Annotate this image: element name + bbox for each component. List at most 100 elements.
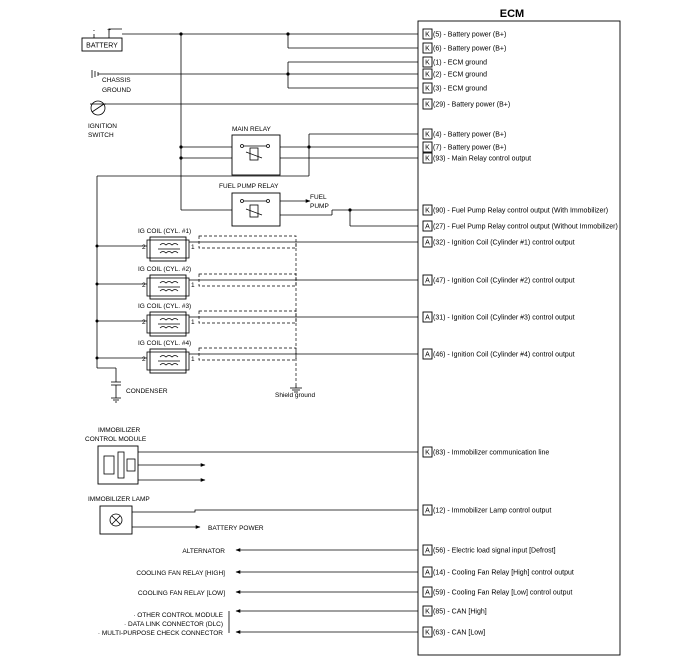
ecm-pin-row: K(1) - ECM ground [422, 56, 487, 68]
connector-box [422, 504, 433, 516]
connector-letter: A [425, 548, 430, 555]
coil-pin-1: 1 [191, 356, 195, 363]
pin-description: (6) - Battery power (B+) [433, 46, 506, 53]
ecm-pin-row: A(32) - Ignition Coil (Cylinder #1) cont… [422, 236, 575, 248]
battery: - + BATTERY [81, 27, 123, 52]
pin-label: - Fuel Pump Relay control output (Withou… [445, 224, 617, 231]
pin-number: (32) [433, 240, 445, 247]
ecm-pin-row: A(46) - Ignition Coil (Cylinder #4) cont… [422, 348, 575, 360]
ig-coil-label: IG COIL (CYL. #3) [138, 303, 191, 310]
connector-box [422, 544, 433, 556]
pin-number: (63) [433, 630, 445, 637]
condenser: CONDENSER [111, 368, 168, 403]
pin-number: (93) [433, 156, 445, 163]
main-relay-label: MAIN RELAY [232, 126, 272, 133]
connector-box [422, 82, 433, 94]
fuel-pump-label-2: PUMP [310, 203, 329, 210]
connector-letter: K [425, 60, 430, 67]
ecm-pin-row: K(7) - Battery power (B+) [422, 141, 507, 153]
connector-letter: K [425, 32, 430, 39]
cooling-fan-high-label: COOLING FAN RELAY [HIGH] [136, 570, 225, 577]
pin-description: (46) - Ignition Coil (Cylinder #4) contr… [433, 352, 575, 359]
ecm-pin-row: A(27) - Fuel Pump Relay control output (… [422, 220, 618, 232]
connector-letter: K [425, 102, 430, 109]
ecm-pin-row: A(47) - Ignition Coil (Cylinder #2) cont… [422, 274, 575, 286]
fuel-pump-relay-label: FUEL PUMP RELAY [219, 183, 279, 190]
connector-letter: A [425, 240, 430, 247]
coil-pin-2: 2 [142, 319, 146, 326]
connector-box [422, 28, 433, 40]
ecm-pin-row: K(29) - Battery power (B+) [422, 98, 510, 110]
pin-description: (5) - Battery power (B+) [433, 32, 506, 39]
ecm-pin-row: A(56) - Electric load signal input [Defr… [422, 544, 556, 556]
coil-pin-1: 1 [191, 282, 195, 289]
connector-box [422, 152, 433, 164]
pin-label: - Battery power (B+) [442, 145, 507, 152]
ig-coil-label: IG COIL (CYL. #1) [138, 228, 191, 235]
pin-label: - Battery power (B+) [442, 46, 507, 53]
ecm-pin-row: K(93) - Main Relay control output [422, 152, 531, 164]
pin-description: (2) - ECM ground [433, 72, 487, 79]
pin-description: (56) - Electric load signal input [Defro… [433, 548, 556, 555]
pin-number: (1) [433, 60, 442, 67]
pin-description: (85) - CAN [High] [433, 609, 487, 616]
connector-box [422, 68, 433, 80]
immobilizer-lamp-label: IMMOBILIZER LAMP [88, 496, 150, 503]
connector-letter: A [425, 352, 430, 359]
immobilizer-lamp-icon [99, 505, 133, 535]
ecm-pin-row: K(85) - CAN [High] [422, 605, 487, 617]
can-target-3: · MULTI-PURPOSE CHECK CONNECTOR [98, 630, 223, 637]
ignition-switch-icon: IGNITION SWITCH [88, 100, 117, 139]
pin-number: (7) [433, 145, 442, 152]
pin-number: (83) [433, 450, 445, 457]
immobilizer-module-label-1: IMMOBILIZER [98, 427, 141, 434]
pin-label: - Battery power (B+) [445, 102, 510, 109]
connector-letter: K [425, 145, 430, 152]
pin-description: (63) - CAN [Low] [433, 630, 485, 637]
connector-box [422, 56, 433, 68]
connector-box [422, 236, 433, 248]
pin-number: (90) [433, 208, 445, 215]
ecm-pin-row: K(2) - ECM ground [422, 68, 487, 80]
connector-letter: K [425, 86, 430, 93]
connector-letter: K [425, 630, 430, 637]
pin-description: (83) - Immobilizer communication line [433, 450, 549, 457]
main-relay [231, 134, 281, 176]
connector-box [422, 98, 433, 110]
pin-label: - Cooling Fan Relay [High] control outpu… [445, 570, 573, 577]
pin-label: - Immobilizer Lamp control output [445, 508, 551, 515]
pin-label: - Ignition Coil (Cylinder #1) control ou… [445, 240, 574, 247]
connector-letter: A [425, 570, 430, 577]
chassis-ground-label-2: GROUND [102, 87, 131, 94]
connector-letter: A [425, 508, 430, 515]
connector-letter: A [425, 315, 430, 322]
ecm-pin-row: K(83) - Immobilizer communication line [422, 446, 549, 458]
pin-label: - Battery power (B+) [442, 132, 507, 139]
coil-pin-2: 2 [142, 282, 146, 289]
pin-label: - Ignition Coil (Cylinder #3) control ou… [445, 315, 574, 322]
immobilizer-control-module [97, 445, 139, 485]
fuel-pump-label-1: FUEL [310, 194, 327, 201]
coil-pin-1: 1 [191, 244, 195, 251]
ecm-pin-row: K(5) - Battery power (B+) [422, 28, 506, 40]
connector-box [422, 141, 433, 153]
pin-number: (85) [433, 609, 445, 616]
pin-description: (27) - Fuel Pump Relay control output (W… [433, 224, 618, 231]
connector-box [422, 566, 433, 578]
coil-pin-2: 2 [142, 356, 146, 363]
pin-label: - CAN [Low] [445, 630, 485, 637]
pin-number: (31) [433, 315, 445, 322]
connector-letter: A [425, 278, 430, 285]
ecm-pin-list: K(5) - Battery power (B+)K(6) - Battery … [422, 28, 618, 638]
connector-box [422, 274, 433, 286]
pin-number: (4) [433, 132, 442, 139]
pin-description: (29) - Battery power (B+) [433, 102, 510, 109]
ecm-pin-row: K(4) - Battery power (B+) [422, 128, 506, 140]
pin-number: (47) [433, 278, 445, 285]
ecm-pin-row: K(6) - Battery power (B+) [422, 42, 506, 54]
pin-description: (4) - Battery power (B+) [433, 132, 506, 139]
connector-box [422, 311, 433, 323]
battery-minus-label: - [93, 27, 95, 34]
